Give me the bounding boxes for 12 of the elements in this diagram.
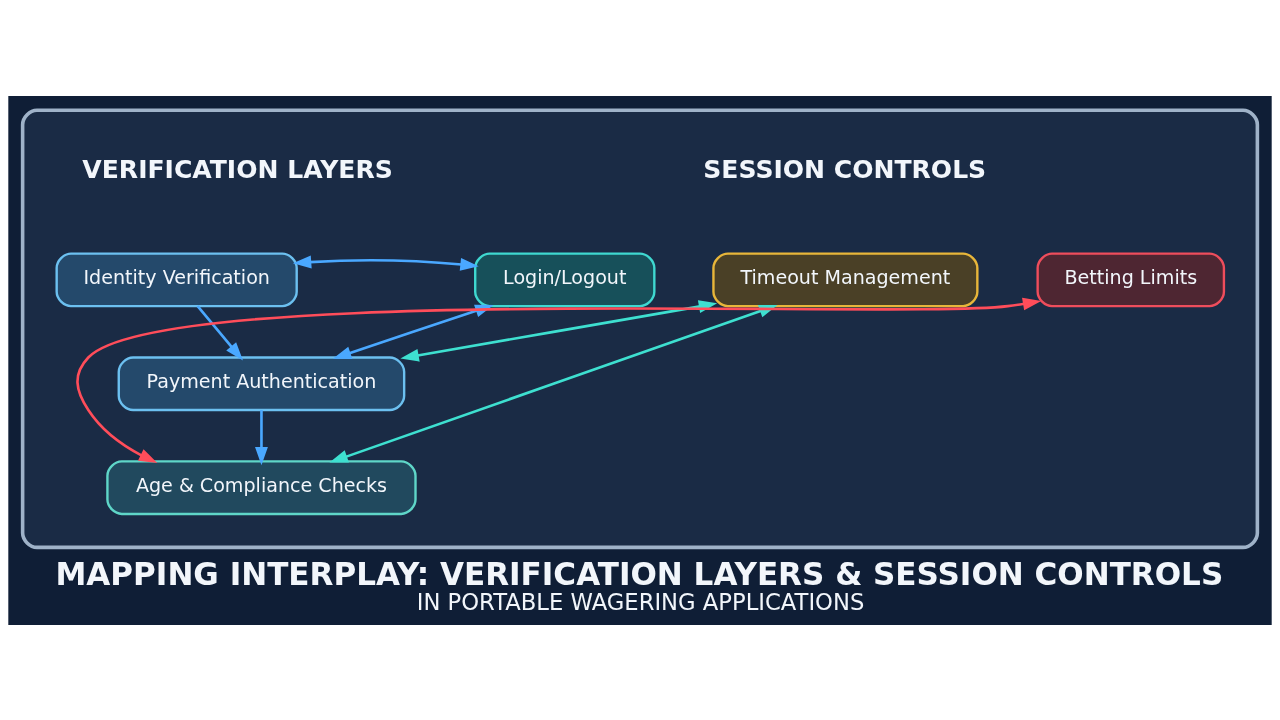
node-box: Login/Logout — [474, 251, 656, 307]
node-box: Timeout Management — [712, 251, 979, 307]
arrow — [292, 255, 479, 271]
node-box: Betting Limits — [1036, 251, 1226, 307]
label: SESSION CONTROLS — [703, 154, 987, 184]
label: VERIFICATION LAYERS — [82, 154, 393, 184]
cluster — [20, 108, 1260, 549]
arrow — [255, 409, 268, 465]
node-box: Age & Compliance Checks — [106, 459, 417, 515]
node-box: Payment Authentication — [117, 355, 406, 411]
arrow — [196, 304, 243, 360]
node-box: Identity Verification — [55, 251, 298, 307]
